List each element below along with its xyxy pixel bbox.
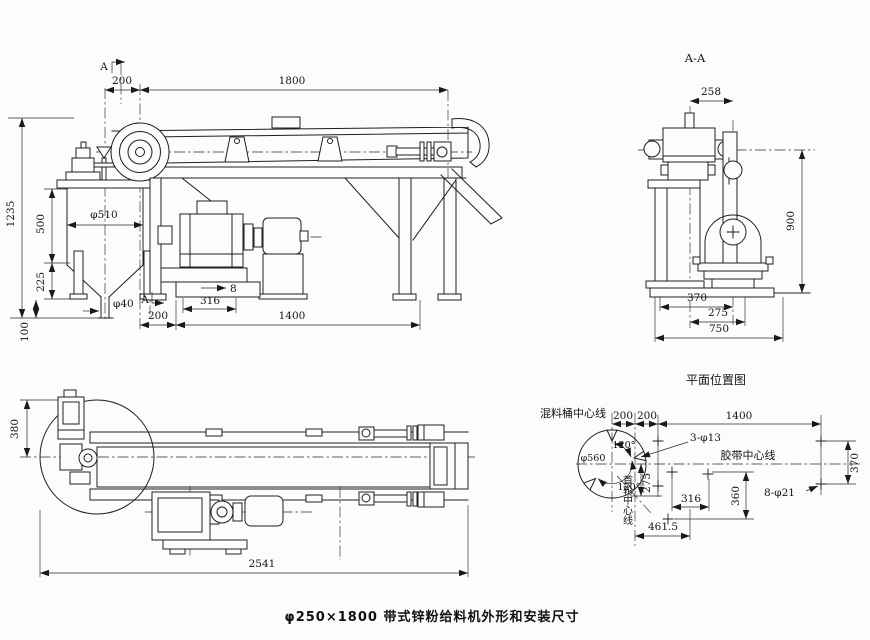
dim-2541-label: 2541: [249, 558, 276, 570]
anchor-bolt-marks: [652, 435, 827, 525]
discharge-deflector: [440, 168, 503, 225]
dim-275-label: 275: [641, 473, 653, 493]
dim-phi510-label: φ510: [90, 209, 117, 221]
holes-3-phi13-label: 3-φ13: [690, 432, 721, 444]
section-base-plate: [649, 287, 775, 298]
dim-phi560-label: φ560: [581, 453, 606, 464]
section-marker-bracket-bottom: [151, 292, 164, 307]
dim-380-label: 380: [9, 419, 21, 439]
support-frame: [143, 177, 462, 301]
belt-guard-hook: [451, 118, 490, 168]
dim-370-label: 370: [687, 292, 707, 304]
front-view-dimensions: 200 1800 1235 500 225 100 φ510 φ40 200 1…: [5, 75, 448, 342]
tension-idler: [723, 160, 743, 180]
plan-view: 380 2541: [9, 389, 475, 577]
section-aa-view: A-A 258 900 370: [638, 51, 815, 342]
dim-275-label: 275: [708, 307, 728, 319]
bolt-notches: [583, 429, 647, 491]
dim-phi40-label: φ40: [113, 298, 134, 310]
angle-120a-label: 120°: [613, 440, 636, 451]
dim-200-top-label: 200: [112, 75, 132, 87]
dim-370-label: 370: [849, 453, 861, 473]
dim-1400-label: 1400: [726, 410, 753, 422]
head-guard-circle: [39, 399, 155, 515]
conveyor-belt: [111, 116, 469, 179]
angle-120b-label: 120°: [618, 482, 641, 493]
dim-1400-label: 1400: [279, 310, 306, 322]
belt-centerline-label: 胶带中心线: [721, 448, 776, 462]
layout-dimensions: 3-φ13 370 8-φ21 360 316 461.5 275: [630, 432, 861, 540]
drive-unit: [157, 200, 324, 300]
section-marker-bracket-top: [111, 58, 125, 73]
front-view: A A 200 1800 1235 500 225 100 φ510 φ40 2…: [5, 58, 503, 342]
plan-view-dimensions: 380 2541: [9, 399, 469, 577]
dim-8-label: 8: [230, 283, 237, 295]
layout-title: 平面位置图: [686, 372, 746, 387]
section-aa-dimensions: 258 900 370 275 750: [654, 86, 806, 342]
dim-360-label: 360: [730, 486, 742, 506]
dim-200a-label: 200: [613, 410, 633, 422]
layout-dimension-chain: 200 200 1400: [612, 410, 821, 428]
plan-belt: [96, 446, 431, 488]
motor: [262, 217, 302, 255]
tail-tensioner: [386, 118, 503, 225]
section-marker-a-bottom: A: [140, 294, 149, 306]
dim-500-label: 500: [35, 214, 47, 234]
dim-900-label: 900: [785, 211, 797, 231]
plan-motor: [244, 495, 284, 527]
section-structure: [643, 112, 811, 298]
dim-258-label: 258: [701, 86, 721, 98]
section-marker-a-top: A: [99, 61, 108, 73]
dim-100-label: 100: [19, 322, 31, 342]
dim-461-5-label: 461.5: [648, 521, 678, 533]
dim-200-bottom-label: 200: [148, 310, 168, 322]
dim-225-label: 225: [35, 272, 47, 292]
section-aa-title: A-A: [684, 51, 706, 65]
dim-1235-label: 1235: [5, 201, 17, 228]
drawing-caption: φ250×1800 带式锌粉给料机外形和安装尺寸: [285, 609, 580, 625]
barrel-circle: [577, 429, 647, 499]
plan-structure: [57, 389, 469, 560]
head-pulley: [110, 122, 170, 182]
head-pulley-centerline-label: 首轮中心线: [621, 474, 633, 525]
mixing-barrel: [56, 141, 162, 319]
dim-750-label: 750: [709, 323, 729, 335]
dim-200b-label: 200: [637, 410, 657, 422]
dim-1800-label: 1800: [279, 75, 306, 87]
holes-8-phi21-label: 8-φ21: [764, 487, 795, 499]
layout-diagram: 平面位置图 φ560 120° 120° 混料桶中心线 胶带中心线 首轮中心线 …: [540, 372, 862, 546]
barrel-centerline-label: 混料桶中心线: [540, 406, 606, 420]
dim-316-label: 316: [681, 493, 701, 505]
plan-tail-cap: [429, 442, 469, 490]
dim-316-label: 316: [200, 295, 220, 307]
